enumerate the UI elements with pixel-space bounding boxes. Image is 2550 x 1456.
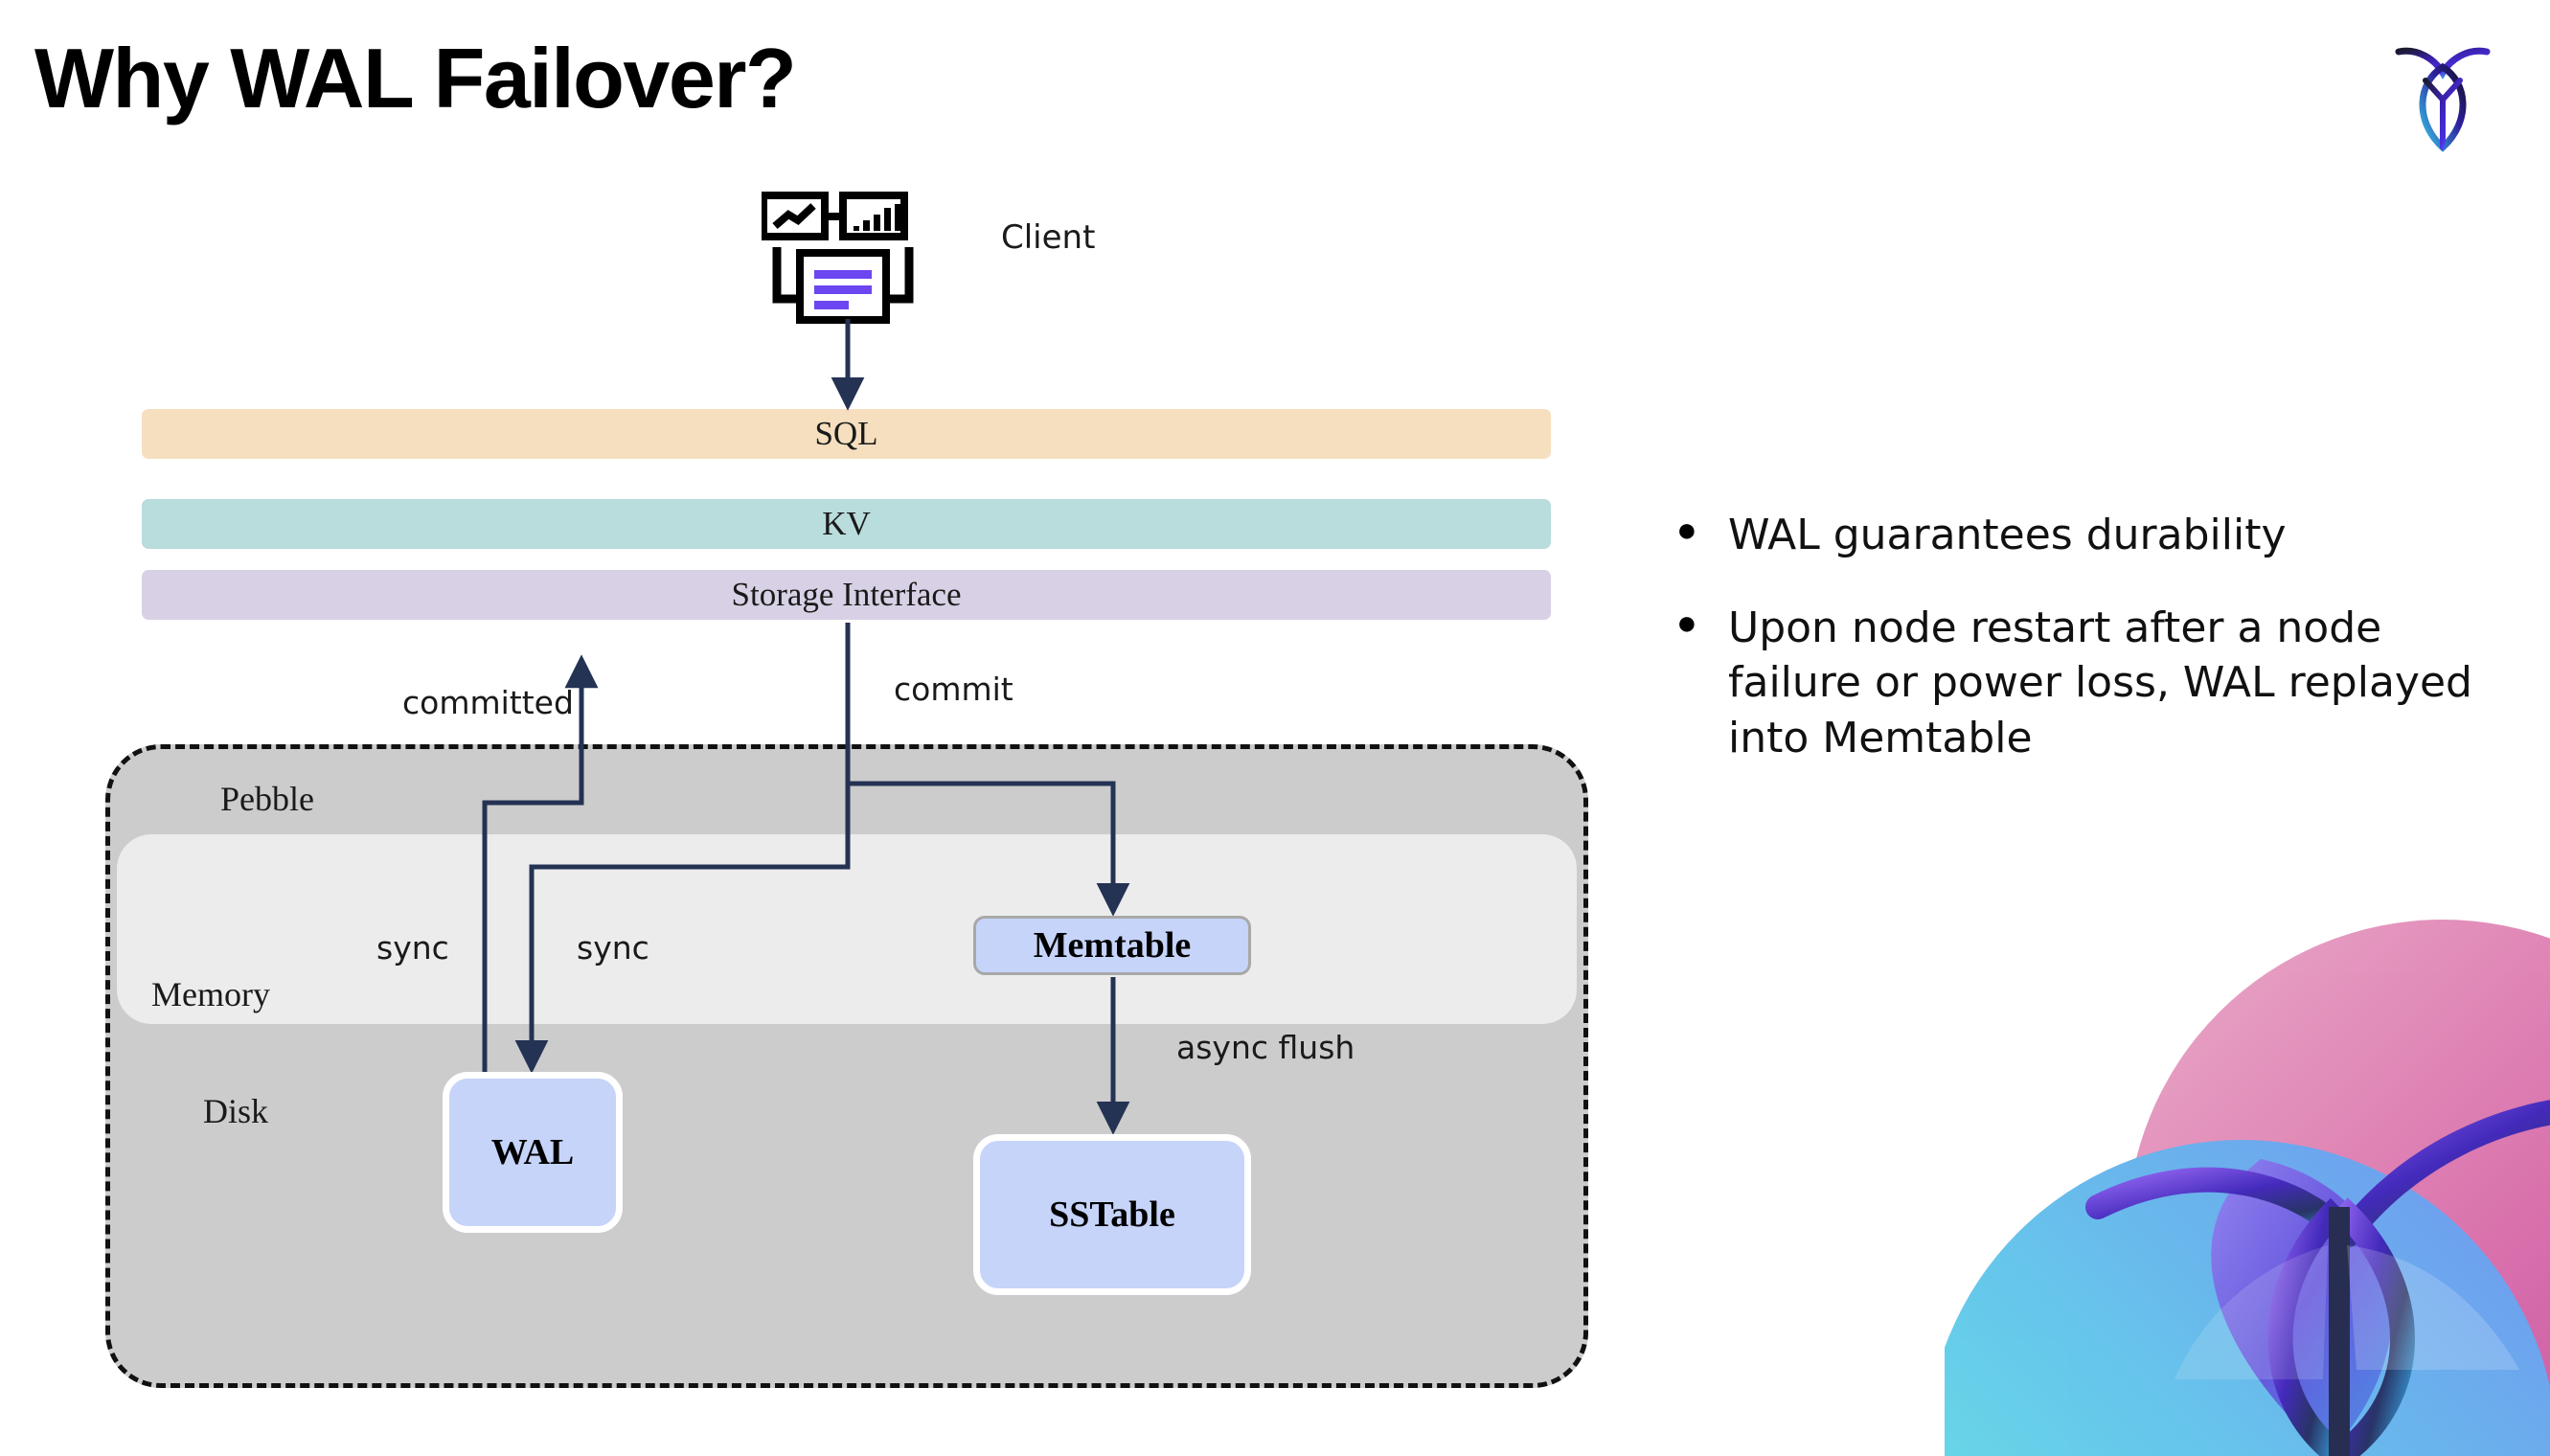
layer-bar-kv: KV — [142, 499, 1551, 549]
layer-bar-storage: Storage Interface — [142, 570, 1551, 620]
cockroachdb-gradient-graphic — [1945, 920, 2550, 1456]
disk-label: Disk — [203, 1092, 269, 1130]
bullet-text: WAL guarantees durability — [1728, 511, 2287, 559]
edge-label-sync-left: sync — [376, 929, 449, 967]
pebble-label: Pebble — [220, 780, 314, 818]
list-item: ● WAL guarantees durability — [1676, 508, 2491, 562]
node-sstable[interactable]: SSTable — [973, 1134, 1251, 1295]
node-wal[interactable]: WAL — [443, 1072, 623, 1233]
cockroachdb-logo-icon — [2385, 29, 2500, 153]
node-label-memtable: Memtable — [1033, 925, 1192, 966]
node-memtable[interactable]: Memtable — [973, 916, 1251, 975]
bullet-marker-icon: ● — [1676, 603, 1697, 643]
memory-region — [117, 834, 1577, 1024]
edge-label-commit: commit — [894, 671, 1013, 708]
edge-label-sync-right: sync — [577, 929, 649, 967]
list-item: ● Upon node restart after a node failure… — [1676, 601, 2491, 765]
architecture-diagram: Client SQL KV Storage Interface Pebble M… — [105, 192, 1588, 1388]
node-label-sstable: SSTable — [1049, 1194, 1175, 1235]
bullet-text: Upon node restart after a node failure o… — [1728, 603, 2472, 762]
page-title: Why WAL Failover? — [34, 31, 797, 125]
memory-label: Memory — [151, 975, 270, 1013]
layer-bar-sql: SQL — [142, 409, 1551, 459]
layer-label-sql: SQL — [814, 415, 878, 452]
bullet-list: ● WAL guarantees durability ● Upon node … — [1676, 508, 2491, 804]
edge-label-committed: committed — [402, 684, 574, 721]
layer-label-storage: Storage Interface — [731, 576, 962, 613]
bullet-marker-icon: ● — [1676, 510, 1697, 549]
client-dashboard-icon — [760, 192, 924, 326]
client-label: Client — [1001, 218, 1096, 257]
edge-label-async-flush: async flush — [1176, 1029, 1355, 1066]
node-label-wal: WAL — [490, 1132, 575, 1172]
layer-label-kv: KV — [822, 505, 871, 542]
